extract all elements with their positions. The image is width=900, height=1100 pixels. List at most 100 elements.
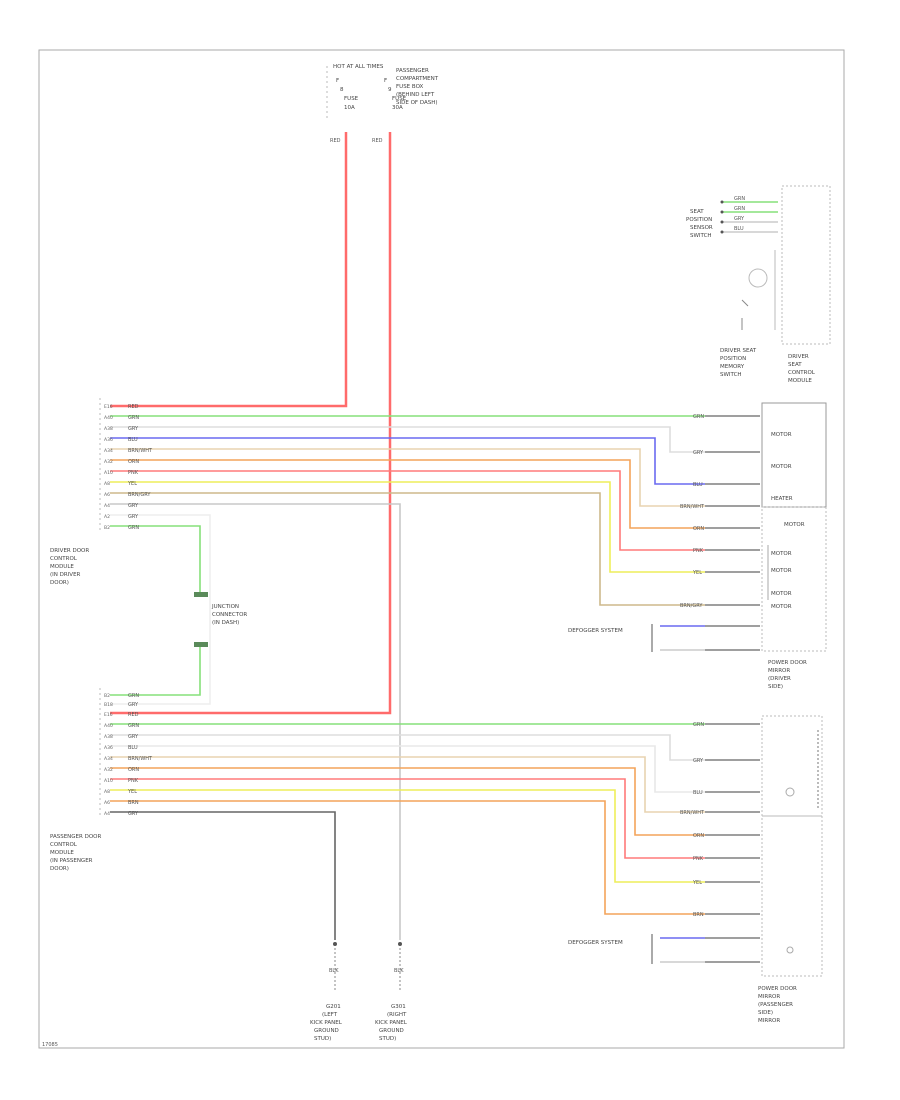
svg-text:MIRROR: MIRROR	[758, 994, 780, 1000]
svg-text:A8: A8	[104, 789, 110, 795]
svg-text:BLU: BLU	[693, 482, 703, 488]
fuse-right-wire: RED	[372, 138, 383, 144]
fuse-note-l4: (BEHIND LEFT	[396, 92, 435, 98]
svg-text:GRY: GRY	[128, 811, 139, 817]
svg-text:(DRIVER: (DRIVER	[768, 676, 791, 682]
pass-module-label: PASSENGER DOOR CONTROL MODULE (IN PASSEN…	[50, 834, 101, 872]
fuse-right-l2: 9	[388, 87, 392, 93]
fuse-left-l3: FUSE	[344, 96, 359, 102]
svg-text:DOOR): DOOR)	[50, 866, 69, 872]
svg-text:BRN/WHT: BRN/WHT	[128, 756, 153, 762]
fuse-left-l2: 8	[340, 87, 344, 93]
svg-text:CONTROL: CONTROL	[50, 842, 78, 848]
svg-text:STUD): STUD)	[314, 1036, 331, 1042]
svg-text:SWITCH: SWITCH	[720, 372, 742, 378]
pass-module-pins: B2 B18 E16 A40 A38 A36 A34 A32 A10 A8 A6…	[104, 693, 153, 817]
svg-text:(RIGHT: (RIGHT	[387, 1012, 407, 1018]
wire-green-junction	[110, 525, 201, 595]
junction-connector: JUNCTION CONNECTOR (IN DASH)	[194, 592, 247, 647]
svg-text:BRN: BRN	[128, 800, 139, 806]
svg-text:A40: A40	[104, 415, 113, 421]
svg-text:BRN/WHT: BRN/WHT	[128, 448, 153, 454]
ground-right: BLK G301 (RIGHT KICK PANEL GROUND STUD)	[375, 942, 408, 1042]
svg-text:GROUND: GROUND	[379, 1028, 404, 1034]
svg-text:BLU: BLU	[128, 437, 138, 443]
svg-text:A40: A40	[104, 723, 113, 729]
svg-text:A10: A10	[104, 778, 113, 784]
wire-gray-junction-a	[110, 514, 211, 700]
svg-text:MOTOR: MOTOR	[771, 591, 792, 597]
svg-text:POWER DOOR: POWER DOOR	[768, 660, 807, 666]
svg-text:GRY: GRY	[128, 702, 139, 708]
svg-text:A38: A38	[104, 734, 113, 740]
svg-text:KICK PANEL: KICK PANEL	[375, 1020, 408, 1026]
svg-text:POSITION: POSITION	[720, 356, 746, 362]
wire-gray-upper	[110, 426, 705, 453]
svg-text:YEL: YEL	[692, 880, 702, 886]
wire-yellow-lower	[110, 789, 705, 883]
svg-text:BLU: BLU	[734, 226, 744, 232]
driver-mirror-wires	[110, 415, 705, 940]
wire-brnwht-lower	[110, 756, 705, 813]
wire-yellow-upper	[110, 481, 705, 573]
wire-gray-lower	[110, 734, 705, 761]
diagram-code: 17085	[42, 1042, 58, 1048]
svg-text:A4: A4	[104, 811, 110, 817]
svg-text:MOTOR: MOTOR	[771, 551, 792, 557]
pass-mirror-wires	[110, 723, 705, 940]
svg-text:SIDE): SIDE)	[758, 1010, 773, 1016]
svg-text:A34: A34	[104, 448, 113, 454]
wire-orange-upper	[110, 459, 705, 529]
svg-text:MODULE: MODULE	[50, 564, 74, 570]
svg-text:PNK: PNK	[128, 470, 139, 476]
fuse-block: HOT AT ALL TIMES F 8 FUSE 10A F 9 FUSE 3…	[326, 64, 439, 144]
svg-text:B2: B2	[104, 525, 110, 531]
svg-text:A38: A38	[104, 426, 113, 432]
svg-text:STUD): STUD)	[379, 1036, 396, 1042]
svg-text:E16: E16	[104, 712, 113, 718]
wire-tan-upper	[110, 492, 705, 606]
svg-text:RED: RED	[128, 404, 139, 410]
svg-text:SWITCH: SWITCH	[690, 233, 712, 239]
wire-pink-lower	[110, 778, 705, 859]
svg-text:ORN: ORN	[693, 526, 704, 532]
svg-text:MIRROR: MIRROR	[768, 668, 790, 674]
svg-text:GRY: GRY	[128, 734, 139, 740]
svg-text:BRN/WHT: BRN/WHT	[680, 504, 705, 510]
svg-text:A2: A2	[104, 514, 110, 520]
svg-text:POWER DOOR: POWER DOOR	[758, 986, 797, 992]
wire-lightgray-lower	[110, 745, 705, 793]
driver-mirror-box: MOTOR MOTOR HEATER MOTOR MOTOR MOTOR MOT…	[761, 402, 827, 690]
fuse-right-l4: 30A	[392, 105, 403, 111]
svg-text:ORN: ORN	[693, 833, 704, 839]
svg-text:GRN: GRN	[128, 693, 139, 699]
svg-text:CONTROL: CONTROL	[788, 370, 816, 376]
svg-text:RED: RED	[128, 712, 139, 718]
ground-left: BLK G201 (LEFT KICK PANEL GROUND STUD)	[310, 942, 343, 1042]
svg-text:YEL: YEL	[127, 481, 137, 487]
svg-text:MOTOR: MOTOR	[771, 432, 792, 438]
fuse-note-l2: COMPARTMENT	[396, 76, 439, 82]
seat-switch-assembly: GRN GRN GRY BLU SEAT POSITION SENSOR SWI…	[686, 185, 831, 384]
svg-text:GRY: GRY	[128, 514, 139, 520]
svg-text:(LEFT: (LEFT	[322, 1012, 338, 1018]
fuse-left-l4: 10A	[344, 105, 355, 111]
svg-text:GRN: GRN	[128, 415, 139, 421]
svg-text:(IN PASSENGER: (IN PASSENGER	[50, 858, 93, 864]
svg-text:BLU: BLU	[128, 745, 138, 751]
svg-text:GRN: GRN	[128, 525, 139, 531]
svg-text:GRN: GRN	[693, 722, 704, 728]
pass-mirror-box: POWER DOOR MIRROR (PASSENGER SIDE) MIRRO…	[758, 715, 823, 1024]
fuse-title: HOT AT ALL TIMES	[333, 64, 384, 70]
svg-text:A32: A32	[104, 767, 113, 773]
pass-defogger-label: DEFOGGER SYSTEM	[568, 940, 623, 946]
svg-text:MEMORY: MEMORY	[720, 364, 745, 370]
fuse-note-l3: FUSE BOX	[396, 84, 424, 90]
svg-text:A32: A32	[104, 459, 113, 465]
driver-mirror-connectors: GRN GRY BLU BRN/WHT ORN PNK YEL BRN/GRY …	[568, 414, 760, 652]
svg-text:(IN DRIVER: (IN DRIVER	[50, 572, 81, 578]
wire-gray-junction-lower	[110, 700, 211, 705]
svg-text:A6: A6	[104, 800, 110, 806]
svg-text:BLK: BLK	[329, 968, 339, 974]
svg-text:G301: G301	[391, 1004, 406, 1010]
